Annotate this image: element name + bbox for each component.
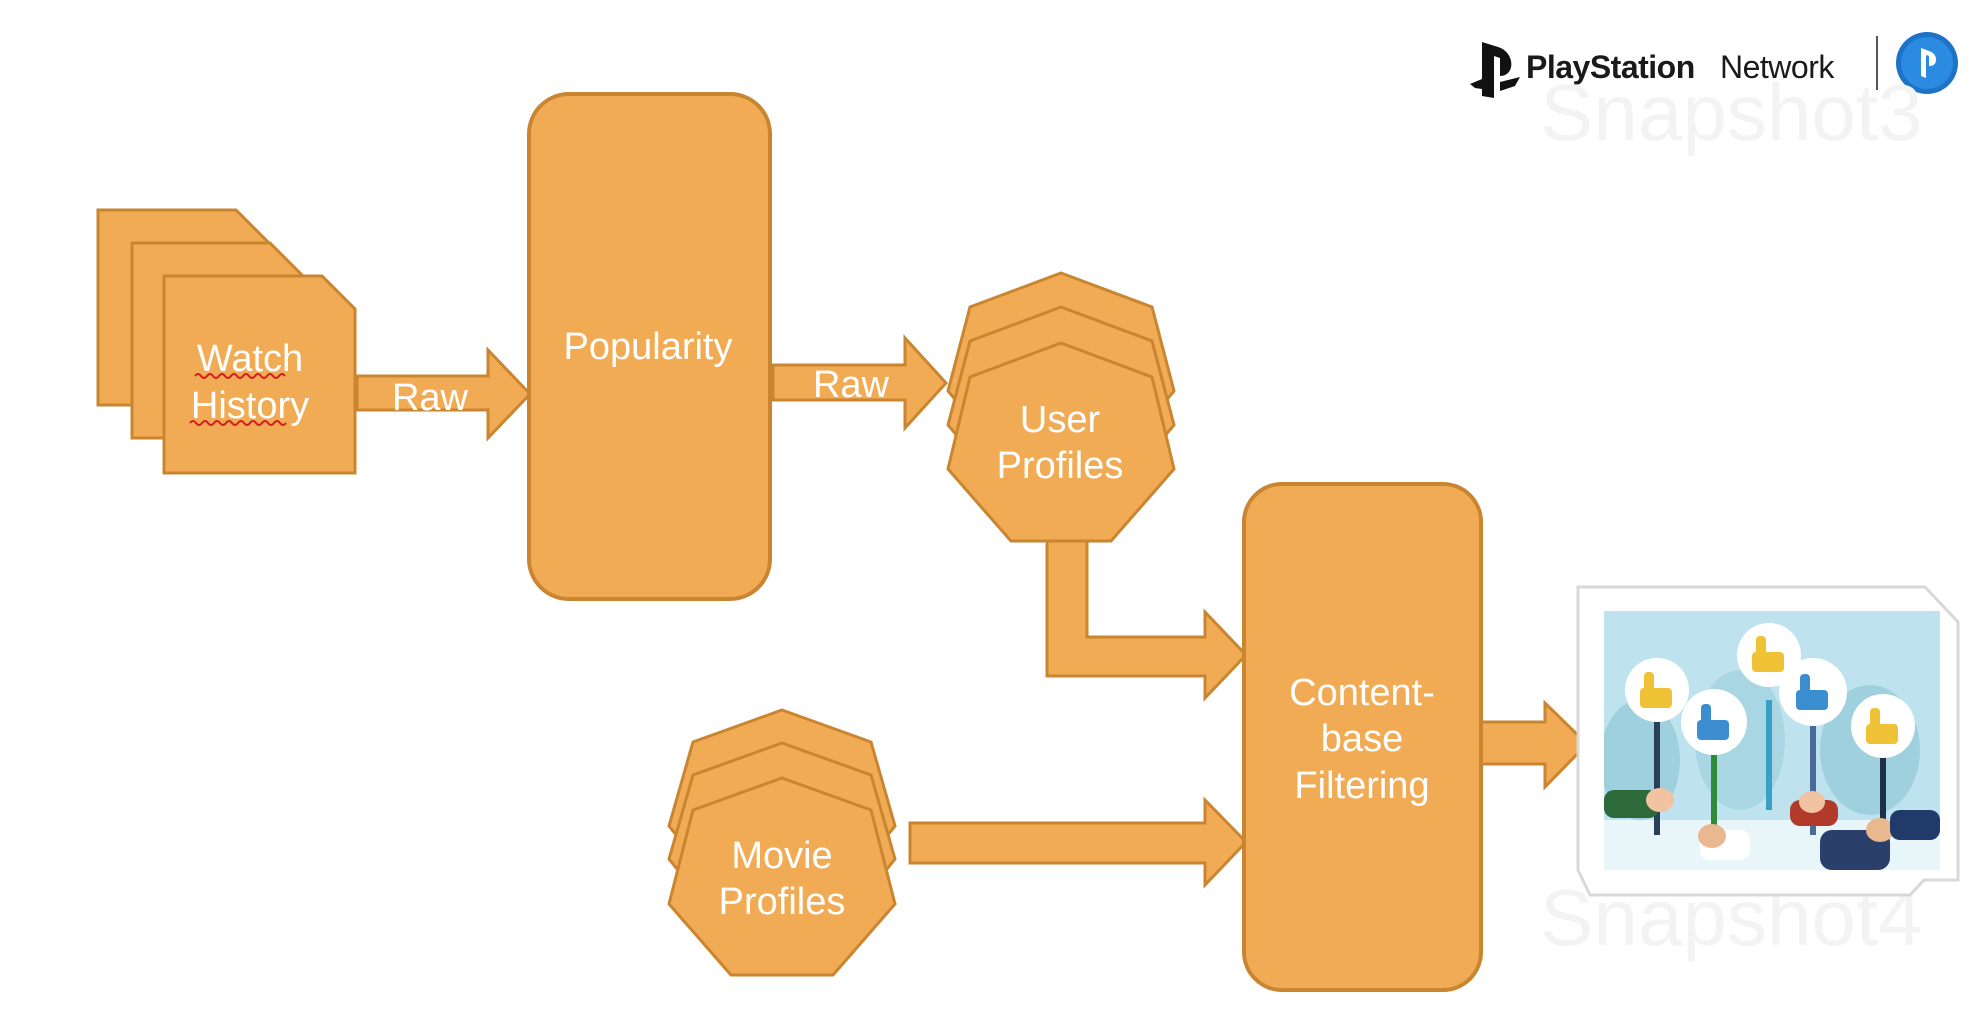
watch-history-line2: History (191, 385, 309, 427)
edge-label-raw-2: Raw (813, 364, 890, 406)
movie-profiles-line1: Movie (731, 835, 832, 877)
node-watch-history: Watch History (96, 208, 357, 475)
user-profiles-line1: User (1020, 399, 1101, 441)
node-popularity: Popularity (527, 92, 772, 601)
node-user-profiles: User Profiles (946, 271, 1176, 543)
spellcheck-underline (194, 373, 286, 379)
thumbs-up-crowd-icon (1604, 611, 1940, 870)
arrow-users-to-filtering (1045, 536, 1249, 702)
brand-name-prefix: PlayStation (1526, 49, 1695, 85)
arrow-movies-to-filtering (908, 796, 1249, 889)
playstation-logo-icon (1470, 42, 1520, 98)
edge-label-raw-1: Raw (392, 377, 469, 419)
node-content-filtering: Content- base Filtering (1242, 482, 1483, 992)
arrow-popularity-to-users (771, 334, 949, 432)
brand-divider (1876, 36, 1878, 90)
popularity-label: Popularity (564, 326, 733, 368)
psn-badge-icon (1896, 32, 1958, 94)
output-image (1576, 585, 1960, 897)
watch-history-line1: Watch (197, 338, 303, 380)
arrow-filtering-to-output (1476, 699, 1590, 791)
user-profiles-line2: Profiles (997, 445, 1124, 487)
brand-name-suffix: Network (1720, 49, 1835, 85)
watermark-top: Snapshot3 (1540, 68, 1923, 157)
movie-profiles-line2: Profiles (719, 881, 846, 923)
arrow-watch-to-popularity (355, 346, 533, 442)
filtering-line1: Content- (1289, 672, 1435, 714)
spellcheck-underline (189, 420, 287, 426)
node-movie-profiles: Movie Profiles (667, 708, 897, 977)
brand-logo: PlayStation Network (1470, 32, 1958, 98)
filtering-line3: Filtering (1294, 765, 1429, 807)
filtering-line2: base (1321, 718, 1403, 760)
